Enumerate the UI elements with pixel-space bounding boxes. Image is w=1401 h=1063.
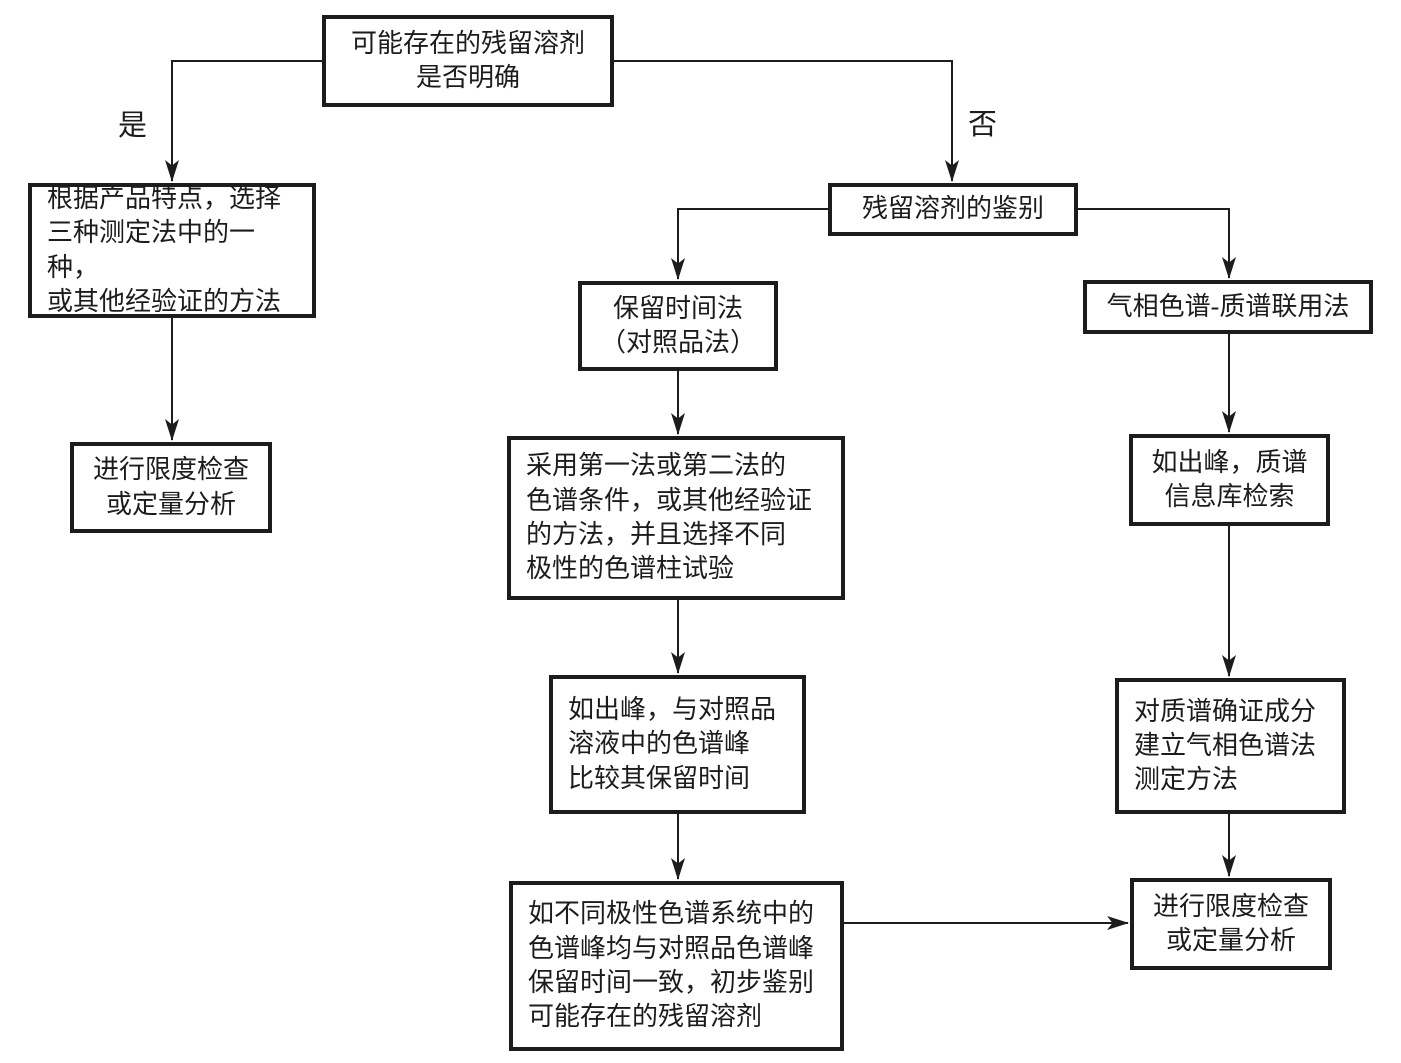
edge-label-yes: 是 bbox=[118, 110, 148, 142]
node-gc-ms: 气相色谱-质谱联用法 bbox=[1083, 280, 1373, 334]
edge-start-yes-arrow bbox=[165, 60, 322, 182]
edge-identify-retention-arrow bbox=[671, 208, 828, 280]
node-compare-retention-label: 如出峰，与对照品 溶液中的色谱峰 比较其保留时间 bbox=[568, 695, 777, 793]
node-retention-time: 保留时间法 （对照品法） bbox=[578, 281, 778, 371]
node-select-method: 根据产品特点，选择 三种测定法中的一种， 或其他经验证的方法 bbox=[28, 183, 316, 318]
node-start: 可能存在的残留溶剂 是否明确 bbox=[322, 15, 614, 107]
edge-start-no-arrow bbox=[614, 60, 959, 182]
node-compare-retention: 如出峰，与对照品 溶液中的色谱峰 比较其保留时间 bbox=[549, 675, 806, 814]
node-limit-check-right-label: 进行限度检查 或定量分析 bbox=[1152, 891, 1309, 955]
node-conditions: 采用第一法或第二法的 色谱条件，或其他经验证 的方法，并且选择不同 极性的色谱柱… bbox=[507, 436, 845, 600]
node-preliminary-id: 如不同极性色谱系统中的 色谱峰均与对照品色谱峰 保留时间一致，初步鉴别 可能存在… bbox=[509, 881, 844, 1051]
node-preliminary-id-label: 如不同极性色谱系统中的 色谱峰均与对照品色谱峰 保留时间一致，初步鉴别 可能存在… bbox=[528, 899, 815, 1032]
node-limit-check-left: 进行限度检查 或定量分析 bbox=[70, 442, 272, 533]
node-ms-library-search-label: 如出峰，质谱 信息库检索 bbox=[1151, 447, 1308, 511]
node-conditions-label: 采用第一法或第二法的 色谱条件，或其他经验证 的方法，并且选择不同 极性的色谱柱… bbox=[526, 451, 813, 584]
node-limit-check-left-label: 进行限度检查 或定量分析 bbox=[92, 455, 249, 519]
edge-label-no: 否 bbox=[968, 109, 998, 141]
node-build-gc-method: 对质谱确证成分 建立气相色谱法 测定方法 bbox=[1115, 678, 1346, 814]
node-gc-ms-label: 气相色谱-质谱联用法 bbox=[1106, 291, 1350, 321]
node-ms-library-search: 如出峰，质谱 信息库检索 bbox=[1129, 434, 1330, 526]
node-identify: 残留溶剂的鉴别 bbox=[828, 183, 1078, 236]
node-build-gc-method-label: 对质谱确证成分 建立气相色谱法 测定方法 bbox=[1134, 696, 1317, 795]
node-select-method-label: 根据产品特点，选择 三种测定法中的一种， 或其他经验证的方法 bbox=[47, 183, 282, 316]
node-limit-check-right: 进行限度检查 或定量分析 bbox=[1130, 878, 1332, 970]
node-identify-label: 残留溶剂的鉴别 bbox=[861, 194, 1044, 224]
node-start-label: 可能存在的残留溶剂 是否明确 bbox=[350, 28, 585, 92]
edge-identify-gcms-arrow bbox=[1078, 208, 1236, 279]
node-retention-time-label: 保留时间法 （对照品法） bbox=[599, 293, 756, 357]
